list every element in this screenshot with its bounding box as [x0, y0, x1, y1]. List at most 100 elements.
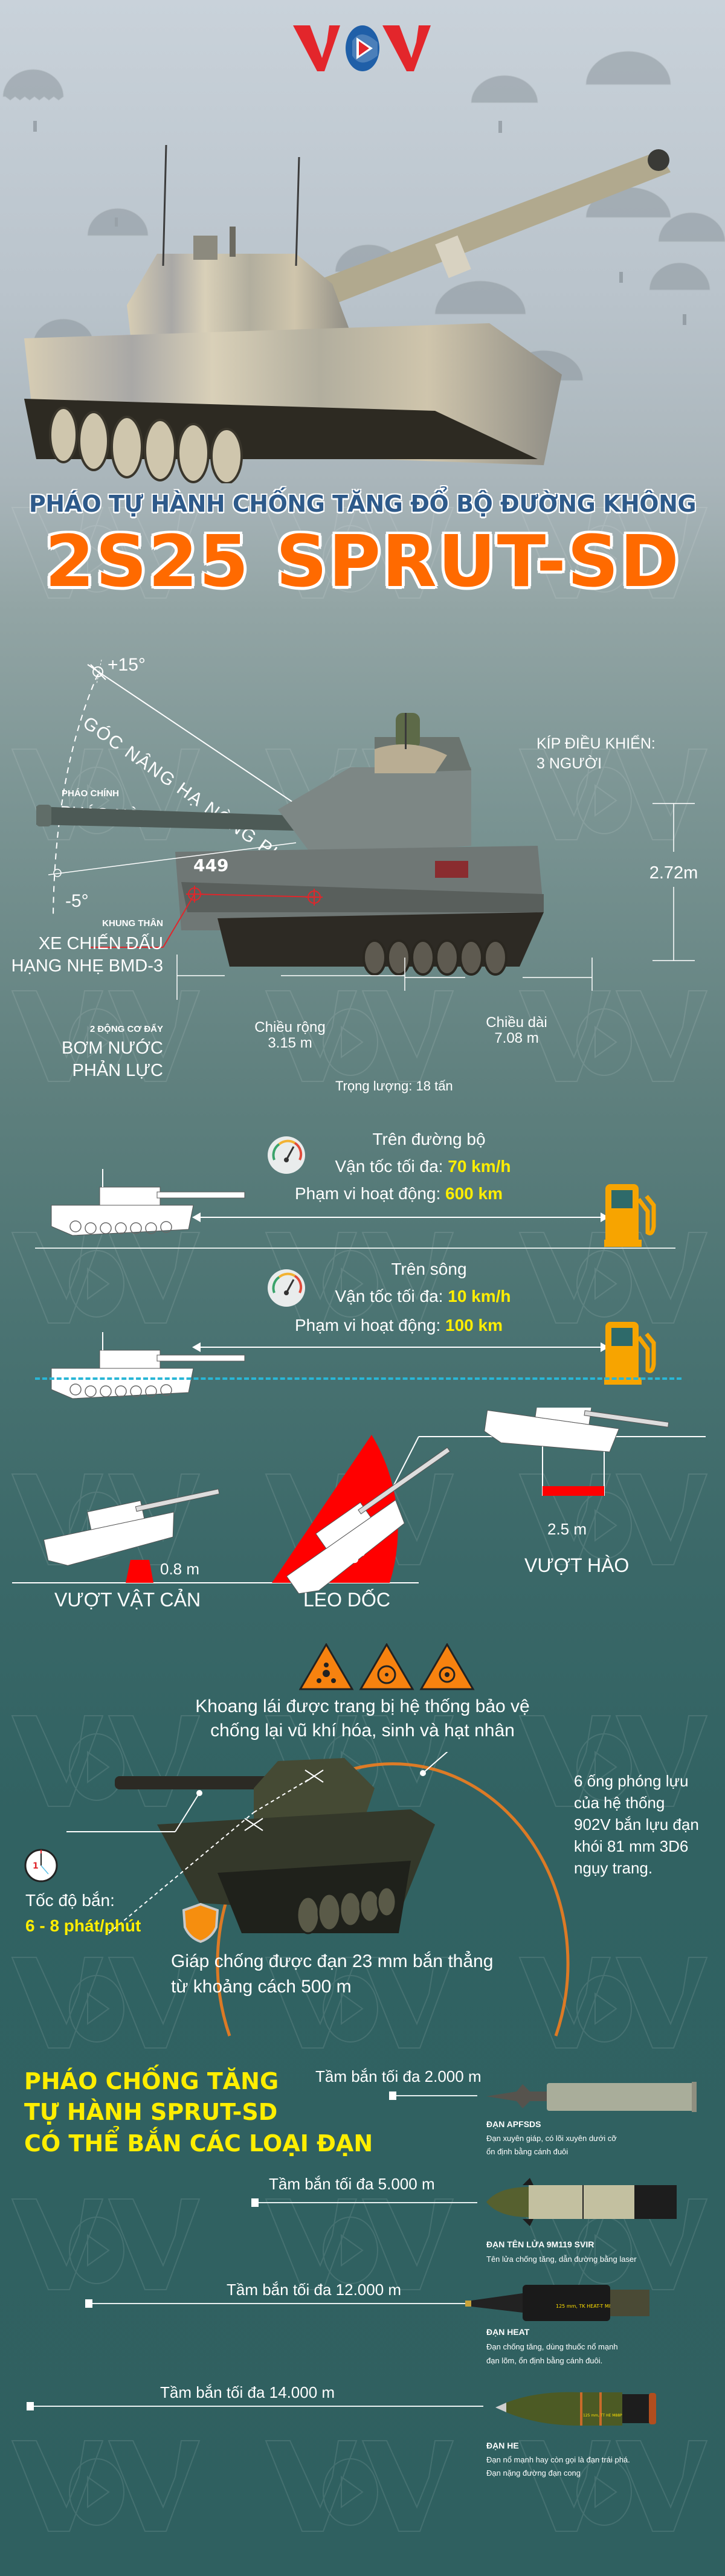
- ammo-range-line-2: [251, 2198, 477, 2207]
- heat-shell-label: 125 mm, TK HEAT-T M88: [556, 2304, 615, 2309]
- he-round-image: 125 mm, TT HE M88P: [495, 2392, 656, 2426]
- ammo-heading-line1: PHÁO CHỐNG TĂNG: [24, 2068, 279, 2095]
- fuel-pump-icon-river: [604, 1322, 656, 1385]
- propulsion-line1: BƠM NƯỚC: [62, 1038, 163, 1058]
- apfsds-round-image: [486, 2082, 697, 2112]
- river-title: Trên sông: [391, 1260, 467, 1278]
- ammo-name-4: ĐẠN HE: [486, 2441, 519, 2450]
- main-tank-image: 449: [36, 713, 544, 976]
- trench-value: 2.5 m: [547, 1520, 587, 1538]
- ammo-desc-3a: Đạn chống tăng, dùng thuốc nổ mạnh: [486, 2342, 618, 2351]
- he-shell-label: 125 mm, TT HE M88P: [583, 2413, 622, 2418]
- length-value: 7.08 m: [494, 1030, 539, 1046]
- chassis-line1: XE CHIẾN ĐẤU: [38, 934, 163, 953]
- crew-line1: KÍP ĐIỀU KHIỂN:: [536, 735, 656, 752]
- tank-number: 449: [193, 855, 228, 875]
- ammo-name-1: ĐẠN APFSDS: [486, 2119, 541, 2129]
- river-speed-value: 10 km/h: [448, 1287, 511, 1306]
- trench-label: VƯỢT HÀO: [524, 1554, 630, 1576]
- propulsion-small: 2 ĐỘNG CƠ ĐẨY: [89, 1024, 163, 1034]
- river-range-label: Phạm vi hoạt động:: [294, 1316, 446, 1335]
- obstacle-label: VƯỢT VẬT CẢN: [54, 1589, 201, 1611]
- water-line: [35, 1377, 682, 1380]
- launchers-line1: 6 ống phóng lựu: [574, 1772, 689, 1790]
- shield-icon: [182, 1903, 219, 1943]
- ammo-heading: PHÁO CHỐNG TĂNG TỰ HÀNH SPRUT-SD CÓ THỂ …: [24, 2066, 373, 2159]
- road-range-arrow: [192, 1212, 609, 1222]
- ammo-desc-1a: Đạn xuyên giáp, có lõi xuyên dưới cỡ: [486, 2134, 617, 2143]
- hazard-icons: [299, 1643, 475, 1690]
- title-subtitle: PHÁO TỰ HÀNH CHỐNG TĂNG ĐỔ BỘ ĐƯỜNG KHÔN…: [28, 491, 697, 517]
- speedometer-icon-river: [268, 1269, 305, 1307]
- ammo-name-2: ĐẠN TÊN LỬA 9M119 SVIR: [486, 2240, 594, 2249]
- road-speed-label: Vận tốc tối đa:: [335, 1157, 448, 1176]
- ammo-range-line-4: [27, 2402, 483, 2410]
- obstacle-value: 0.8 m: [160, 1560, 200, 1578]
- hero-tank-image: [24, 144, 671, 483]
- length-label: Chiều dài: [486, 1014, 547, 1031]
- road-title: Trên đường bộ: [372, 1130, 486, 1148]
- tank-silhouette-river: [51, 1332, 245, 1399]
- road-range: Phạm vi hoạt động: 600 km: [254, 1184, 544, 1203]
- road-ground-line: [35, 1248, 675, 1249]
- elevation-max: +15°: [108, 655, 146, 675]
- river-range-value: 100 km: [445, 1316, 503, 1335]
- fuel-pump-icon: [604, 1184, 656, 1247]
- width-label: Chiều rộng: [254, 1019, 326, 1035]
- fire-rate-value: 6 - 8 phát/phút: [25, 1916, 141, 1935]
- height-value: 2.72m: [649, 863, 698, 883]
- launchers-line5: ngụy trang.: [574, 1859, 653, 1877]
- nbc-line1: Khoang lái được trang bị hệ thống bảo vệ: [195, 1696, 530, 1716]
- ammo-heading-line3: CÓ THỂ BẮN CÁC LOẠI ĐẠN: [24, 2130, 373, 2157]
- ammo-desc-4b: Đạn nặng đường đạn cong: [486, 2468, 581, 2478]
- ammo-heading-line2: TỰ HÀNH SPRUT-SD: [24, 2099, 278, 2126]
- road-range-value: 600 km: [445, 1184, 503, 1203]
- ammo-range-line-1: [389, 2091, 477, 2100]
- svir-missile-image: [486, 2178, 677, 2226]
- road-speed-value: 70 km/h: [448, 1157, 511, 1176]
- slope-label: LEO DỐC: [303, 1589, 391, 1611]
- main-gun-small: PHÁO CHÍNH: [62, 788, 120, 799]
- fire-rate-label: Tốc độ bắn:: [25, 1891, 115, 1910]
- terrain-diagram: [12, 1408, 706, 1594]
- vov-logo[interactable]: [293, 24, 432, 72]
- ammo-range-1: Tầm bắn tối đa 2.000 m: [315, 2067, 482, 2085]
- river-range-arrow: [192, 1342, 609, 1352]
- armor-line1: Giáp chống được đạn 23 mm bắn thẳng: [171, 1951, 494, 1971]
- launchers-line2: của hệ thống: [574, 1794, 665, 1812]
- launchers-line4: khói 81 mm 3D6: [574, 1837, 689, 1855]
- ammo-range-4: Tầm bắn tối đa 14.000 m: [160, 2383, 335, 2401]
- nbc-line2: chống lại vũ khí hóa, sinh và hạt nhân: [210, 1721, 515, 1740]
- launchers-line3: 902V bắn lựu đạn: [574, 1815, 699, 1834]
- road-speed: Vận tốc tối đa: 70 km/h: [272, 1157, 574, 1176]
- propulsion-line2: PHẢN LỰC: [72, 1061, 163, 1080]
- river-speed: Vận tốc tối đa: 10 km/h: [272, 1287, 574, 1306]
- ammo-name-3: ĐẠN HEAT: [486, 2327, 530, 2337]
- heat-round-image: 125 mm, TK HEAT-T M88: [465, 2285, 649, 2321]
- clock-number: 1: [33, 1861, 39, 1871]
- width-value: 3.15 m: [268, 1035, 312, 1051]
- armor-line2: từ khoảng cách 500 m: [171, 1977, 352, 1997]
- river-speed-label: Vận tốc tối đa:: [335, 1287, 448, 1306]
- ammo-range-3: Tầm bắn tối đa 12.000 m: [227, 2281, 402, 2299]
- ammo-range-line-3: [85, 2299, 477, 2308]
- elevation-min: -5°: [65, 891, 89, 911]
- road-range-label: Phạm vi hoạt động:: [294, 1184, 446, 1203]
- parachutes-decoration: [2, 51, 725, 381]
- speedometer-icon: [268, 1136, 305, 1174]
- clock-icon: 1: [24, 1849, 58, 1882]
- protection-ring: [216, 1762, 570, 2037]
- river-range: Phạm vi hoạt động: 100 km: [254, 1316, 544, 1335]
- dimension-lines: [176, 803, 695, 1000]
- crew-line2: 3 NGƯỜI: [536, 755, 602, 772]
- ammo-range-2: Tầm bắn tối đa 5.000 m: [269, 2175, 435, 2193]
- ammo-desc-1b: ổn định bằng cánh đuôi: [486, 2147, 569, 2156]
- ammo-desc-3b: đạn lõm, ổn định bằng cánh đuôi.: [486, 2356, 603, 2365]
- tank-silhouette-road: [51, 1169, 245, 1236]
- weight-value: Trọng lượng: 18 tấn: [335, 1078, 453, 1093]
- ammo-desc-2a: Tên lửa chống tăng, dẫn đường bằng laser: [486, 2255, 637, 2264]
- title-main: 2S25 SPRUT-SD: [45, 520, 680, 603]
- chassis-small: KHUNG THÂN: [102, 918, 163, 929]
- ammo-desc-4a: Đạn nổ mạnh hay còn gọi là đạn trái phá.: [486, 2455, 630, 2464]
